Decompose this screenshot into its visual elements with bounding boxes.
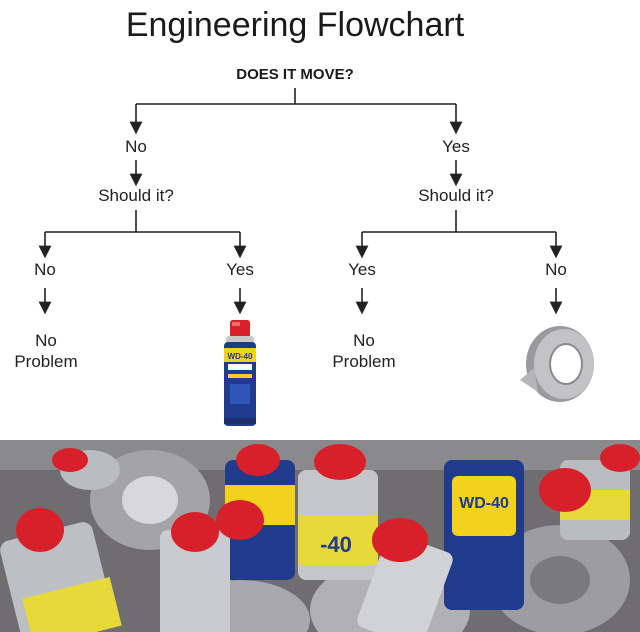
wd40-photo-label: WD-40 xyxy=(459,495,509,512)
leaf-label-no-yes: Yes xyxy=(226,260,254,279)
leaf-label-yes-no: No xyxy=(545,260,567,279)
wd40-can-label: WD-40 xyxy=(228,352,253,361)
duct-tape-icon xyxy=(520,326,594,402)
answer-yes: Yes xyxy=(442,137,470,156)
flowchart-connectors xyxy=(38,88,563,315)
leaf-label-no-no: No xyxy=(34,260,56,279)
leaf-label-yes-yes: Yes xyxy=(348,260,376,279)
should-it-right: Should it? xyxy=(418,186,494,205)
page-title: Engineering Flowchart xyxy=(125,6,465,44)
wd40-can-icon: WD-40 xyxy=(224,320,256,426)
products-pile-photo: -40 WD-40 xyxy=(0,440,640,632)
answer-no: No xyxy=(125,137,147,156)
result-no-problem-left: No Problem xyxy=(14,331,78,371)
result-no-problem-right: No Problem xyxy=(332,331,396,371)
svg-text:-40: -40 xyxy=(320,532,352,557)
root-question: DOES IT MOVE? xyxy=(236,66,354,83)
should-it-left: Should it? xyxy=(98,186,174,205)
